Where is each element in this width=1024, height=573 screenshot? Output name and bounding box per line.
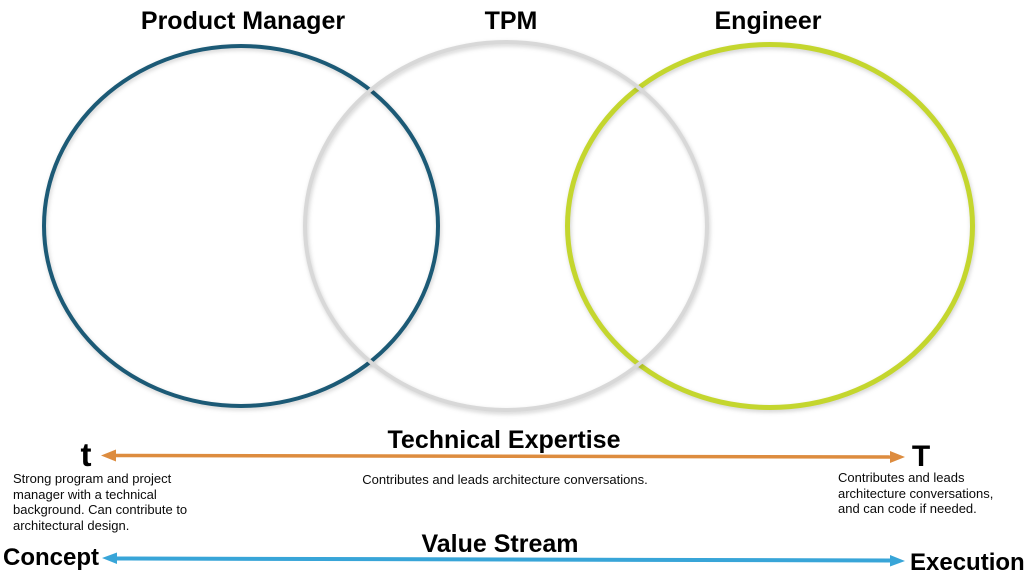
value-stream-title: Value Stream [421, 530, 579, 558]
tpm-circle [303, 40, 709, 412]
pm-technical-note: Strong program and project manager with … [13, 471, 188, 533]
tpm-technical-note: Contributes and leads architecture conve… [362, 472, 648, 487]
big-t-marker: T [911, 440, 931, 473]
execution-label: Execution [910, 549, 1024, 573]
product-manager-title: Product Manager [140, 7, 346, 35]
right-arrowhead-icon [890, 555, 905, 567]
technical-expertise-title: Technical Expertise [387, 426, 621, 454]
concept-label: Concept [3, 544, 99, 571]
tpm-title: TPM [484, 7, 538, 35]
left-arrowhead-icon [102, 552, 117, 564]
engineer-technical-note: Contributes and leads architecture conve… [838, 470, 994, 516]
small-t-marker: t [80, 436, 92, 473]
engineer-title: Engineer [714, 7, 822, 35]
